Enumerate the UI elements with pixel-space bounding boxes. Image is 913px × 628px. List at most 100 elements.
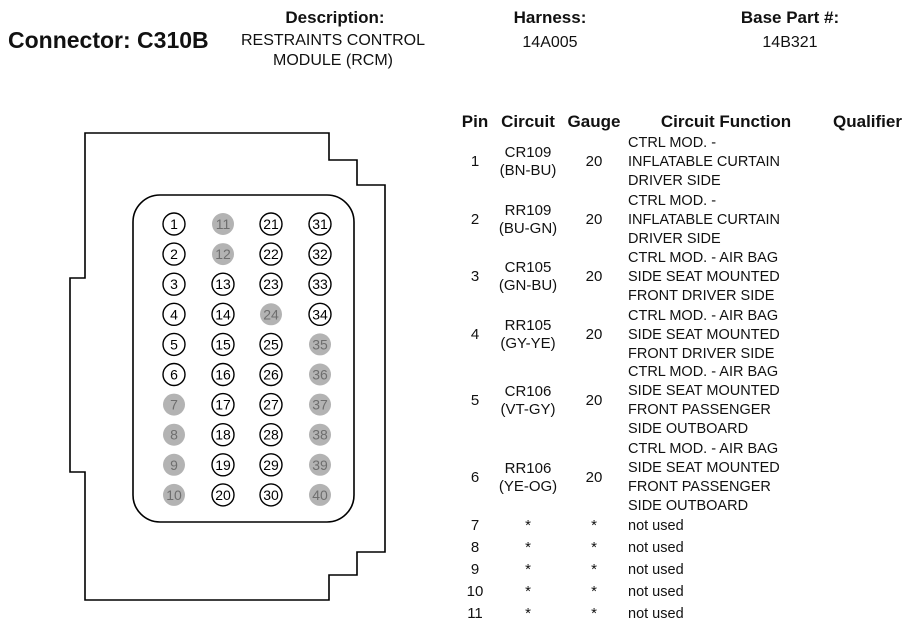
description-value: RESTRAINTS CONTROL MODULE (RCM) <box>240 32 425 69</box>
pin-34-label: 34 <box>312 306 328 322</box>
pin-1-label: 1 <box>170 216 178 232</box>
pin-16-circle <box>211 362 235 387</box>
pin-19-label: 19 <box>215 457 231 473</box>
pin-number-cell: 6 <box>455 440 495 516</box>
pin-number-cell: 1 <box>455 133 495 191</box>
pin-9-circle <box>163 453 185 476</box>
circuit-function-cell: CTRL MOD. - AIR BAG SIDE SEAT MOUNTED FR… <box>628 248 828 306</box>
pin-grid: 1234567891011121314151617181920212223242… <box>162 212 332 507</box>
pin-number-cell: 10 <box>455 581 495 603</box>
circuit-function-cell: not used <box>628 559 828 581</box>
pin-36-label: 36 <box>312 367 328 383</box>
pin-number: 6 <box>470 469 480 486</box>
circuit-function: not used <box>628 583 684 600</box>
circuit-function-cell: CTRL MOD. - AIR BAG SIDE SEAT MOUNTED FR… <box>628 306 828 364</box>
circuit-id-cell: RR106 (YE-OG) <box>492 440 564 516</box>
circuit-function: not used <box>628 517 684 534</box>
pin-31-label: 31 <box>312 216 328 232</box>
circuit-id-cell: CR106 (VT-GY) <box>492 363 564 439</box>
circuit-id-cell: * <box>492 581 564 603</box>
pin-30-label: 30 <box>263 487 279 503</box>
circuit-function-cell: not used <box>628 581 828 603</box>
pin-16-label: 16 <box>215 367 231 383</box>
pin-number: 11 <box>467 605 483 622</box>
pin-23-circle <box>259 272 283 296</box>
pin-32-circle <box>308 242 332 266</box>
pin-number: 2 <box>470 211 480 228</box>
wire-gauge-cell: 20 <box>563 191 625 249</box>
connector-pin-cavity <box>132 194 355 523</box>
pin-28-circle <box>259 423 283 447</box>
circuit-function-cell: CTRL MOD. - AIR BAG SIDE SEAT MOUNTED FR… <box>628 440 828 516</box>
pin-22-circle <box>259 242 283 266</box>
wire-gauge: 20 <box>585 326 603 343</box>
wire-gauge: * <box>591 605 597 622</box>
pin-22-label: 22 <box>263 246 279 262</box>
circuit-id: * <box>525 539 531 556</box>
pin-number: 1 <box>470 153 480 170</box>
wire-gauge: 20 <box>585 268 603 285</box>
harness-label: Harness: <box>513 8 587 27</box>
wire-gauge-cell: 20 <box>563 306 625 364</box>
wire-gauge: 20 <box>585 392 603 409</box>
pin-8-label: 8 <box>170 427 178 443</box>
wire-gauge-cell: 20 <box>563 363 625 439</box>
pin-number: 4 <box>470 326 480 343</box>
pin-3-circle <box>162 272 186 296</box>
column-header-pin: Pin <box>461 112 489 131</box>
pin-2-circle <box>162 242 186 266</box>
pin-17-circle <box>211 392 235 417</box>
column-header-circuit-function: Circuit Function <box>660 112 792 131</box>
pin-number-cell: 2 <box>455 191 495 249</box>
circuit-function: CTRL MOD. - AIR BAG SIDE SEAT MOUNTED FR… <box>628 307 780 362</box>
pin-4-label: 4 <box>170 306 178 322</box>
pin-5-circle <box>162 332 186 357</box>
pin-38-label: 38 <box>312 427 328 443</box>
base-part-label: Base Part #: <box>740 8 840 27</box>
pin-18-circle <box>211 423 235 447</box>
pin-25-label: 25 <box>263 336 279 352</box>
pin-4-circle <box>162 302 186 326</box>
pin-39-circle <box>309 453 331 476</box>
pin-1-circle <box>162 212 186 236</box>
pin-11-label: 11 <box>216 216 231 232</box>
pin-5-label: 5 <box>170 336 178 352</box>
pin-23-label: 23 <box>263 276 279 292</box>
pin-13-circle <box>211 272 235 296</box>
wire-gauge: * <box>591 583 597 600</box>
pin-33-label: 33 <box>312 276 328 292</box>
connector-housing-outline <box>69 132 386 601</box>
pin-number: 5 <box>470 392 480 409</box>
circuit-id-cell: CR109 (BN-BU) <box>492 133 564 191</box>
pin-38-circle <box>309 423 331 446</box>
column-header-gauge: Gauge <box>567 112 621 131</box>
pin-8-circle <box>163 423 185 446</box>
circuit-function-cell: CTRL MOD. - INFLATABLE CURTAIN DRIVER SI… <box>628 133 828 191</box>
circuit-id-cell: * <box>492 537 564 559</box>
pin-20-circle <box>211 483 235 507</box>
circuit-id: RR105 (GY-YE) <box>500 317 556 352</box>
pin-33-circle <box>308 272 332 296</box>
pin-17-label: 17 <box>215 397 231 413</box>
pin-32-label: 32 <box>312 246 328 262</box>
wire-gauge-cell: * <box>563 603 625 625</box>
pin-10-label: 10 <box>166 487 182 503</box>
pin-27-label: 27 <box>263 397 279 413</box>
pin-6-label: 6 <box>170 367 178 383</box>
connector-title: Connector: C310B <box>8 27 209 53</box>
pin-35-circle <box>309 333 331 356</box>
wire-gauge: * <box>591 539 597 556</box>
pin-30-circle <box>259 483 283 507</box>
pin-15-circle <box>211 332 235 357</box>
wire-gauge: 20 <box>585 153 603 170</box>
circuit-id: CR105 (GN-BU) <box>498 259 558 294</box>
pin-18-label: 18 <box>215 427 231 443</box>
wire-gauge-cell: * <box>563 581 625 603</box>
circuit-function-cell: not used <box>628 515 828 537</box>
wire-gauge: * <box>591 561 597 578</box>
pin-34-circle <box>308 302 332 326</box>
wire-gauge-cell: * <box>563 515 625 537</box>
wire-gauge: 20 <box>585 211 603 228</box>
pin-number-cell: 8 <box>455 537 495 559</box>
pin-10-circle <box>163 483 185 506</box>
